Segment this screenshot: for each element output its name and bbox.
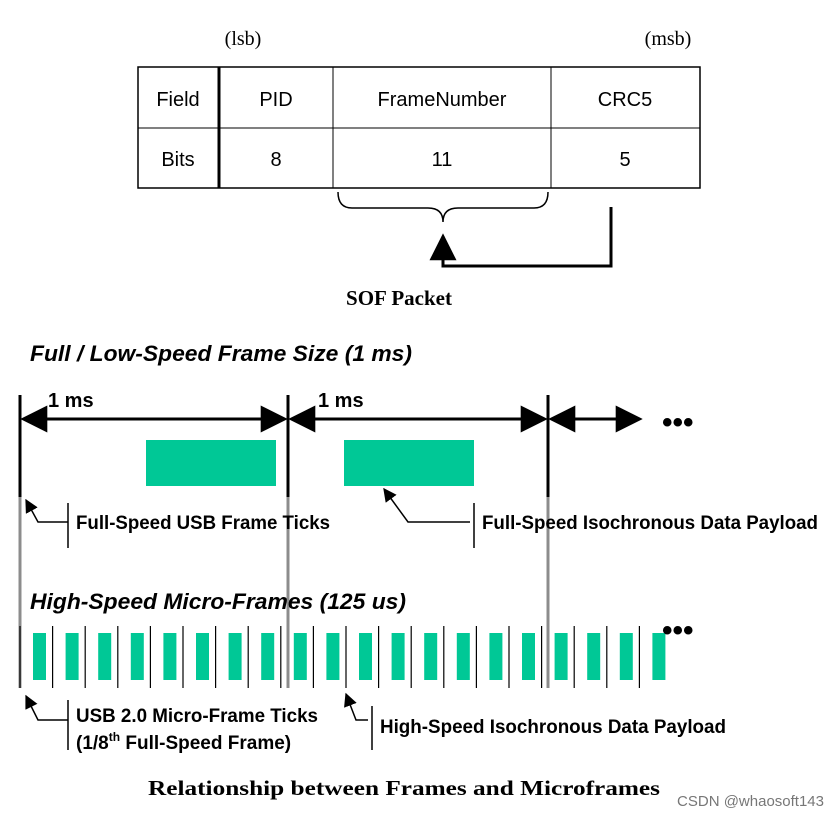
sof-table-header-cell: CRC5 <box>598 89 652 111</box>
payload-callout-pointer <box>383 487 470 523</box>
micro-frame-tick-sublabel: (1/8th Full-Speed Frame) <box>76 730 291 754</box>
high-speed-payload-label: High-Speed Isochronous Data Payload <box>380 717 726 738</box>
sublabel-superscript: th <box>109 730 120 744</box>
micro-frame-payload-block <box>391 633 405 680</box>
micro-frame-payload-block <box>33 633 46 680</box>
micro-frame-payload-block <box>261 633 275 680</box>
micro-frame-payload-block <box>163 633 177 680</box>
micro-frame-payload-block <box>130 633 144 680</box>
full-speed-payload-block <box>146 440 276 486</box>
sof-table-bits-cell: Bits <box>161 149 194 171</box>
micro-tick-callout-pointer <box>25 694 46 721</box>
micro-frame-payload-block <box>522 633 535 680</box>
interval-label: 1 ms <box>48 390 94 412</box>
sof-table-header-cell: PID <box>259 89 292 111</box>
micro-frame-payload-block <box>652 633 666 680</box>
sof-table-header-cell: Field <box>156 89 199 111</box>
sof-caption: SOF Packet <box>346 286 452 310</box>
micro-frame-row <box>19 626 666 688</box>
micro-frame-payload-block <box>424 633 438 680</box>
sof-table-bits-cell: 8 <box>270 149 281 171</box>
micro-frame-tick-label: USB 2.0 Micro-Frame Ticks <box>76 706 318 727</box>
figure-caption: Relationship between Frames and Microfra… <box>148 776 660 800</box>
micro-frame-payload-block <box>196 633 209 680</box>
high-speed-title: High-Speed Micro-Frames (125 us) <box>30 589 406 614</box>
lsb-label: (lsb) <box>225 28 262 50</box>
tick-callout-pointer <box>25 498 46 523</box>
watermark: CSDN @whaosoft143 <box>677 793 824 810</box>
micro-frame-payload-block <box>293 633 307 680</box>
more-microframes-ellipsis: ••• <box>662 614 694 647</box>
micro-frame-payload-block <box>587 633 601 680</box>
msb-label: (msb) <box>645 28 692 50</box>
micro-frame-payload-block <box>326 633 340 680</box>
micro-payload-callout-pointer <box>344 692 368 721</box>
full-speed-payload-block <box>344 440 474 486</box>
full-speed-payload-label: Full-Speed Isochronous Data Payload <box>482 513 818 534</box>
full-speed-title: Full / Low-Speed Frame Size (1 ms) <box>30 341 412 366</box>
sublabel-suffix: Full-Speed Frame) <box>120 733 291 754</box>
sublabel-prefix: (1/8 <box>76 733 109 754</box>
micro-frame-payload-block <box>98 633 112 680</box>
micro-frame-payload-block <box>489 633 503 680</box>
micro-frame-payload-block <box>619 633 633 680</box>
sof-table-bits-cell: 5 <box>619 149 630 171</box>
sof-table-bits-cell: 11 <box>432 149 453 171</box>
micro-frame-payload-block <box>228 633 242 680</box>
micro-frame-payload-block <box>456 633 470 680</box>
crc-connector-line <box>429 207 613 268</box>
full-speed-tick-label: Full-Speed USB Frame Ticks <box>76 513 330 534</box>
more-frames-ellipsis: ••• <box>662 406 694 439</box>
micro-frame-payload-block <box>65 633 79 680</box>
micro-frame-payload-block <box>359 633 372 680</box>
interval-label: 1 ms <box>318 390 364 412</box>
sof-table-header-cell: FrameNumber <box>378 89 507 111</box>
frame-number-brace <box>337 191 549 223</box>
micro-frame-payload-block <box>554 633 568 680</box>
